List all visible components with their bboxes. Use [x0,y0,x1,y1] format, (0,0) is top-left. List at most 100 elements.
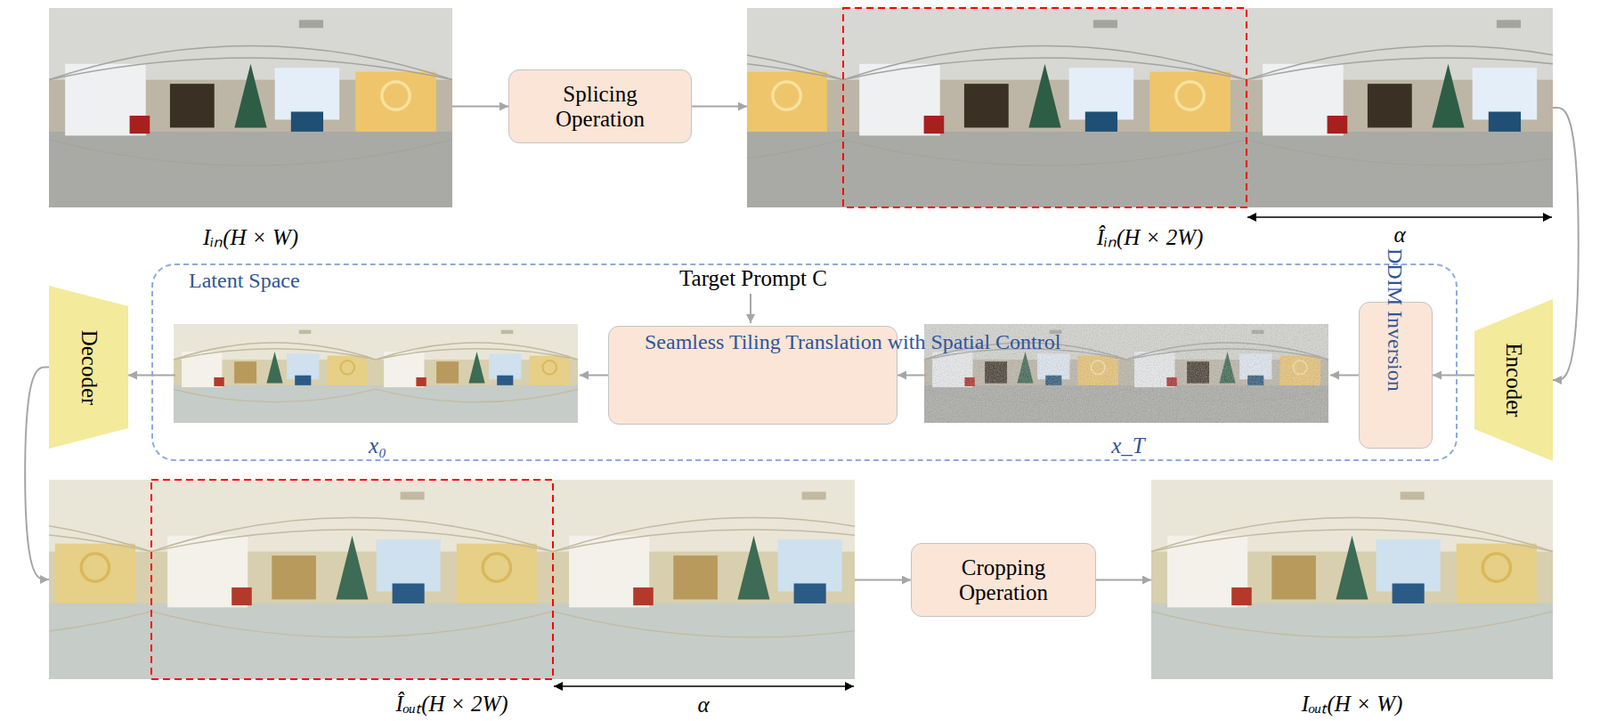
ceiling-arc [552,518,855,553]
tree-shape [335,536,368,601]
scene-part [170,83,215,128]
scene-part [1231,587,1252,606]
scene-part [924,115,945,134]
floor-arc [747,139,844,166]
width-arrow [553,685,854,688]
scene-part [1327,115,1349,134]
scene-part [501,330,514,334]
image-caption: Iᵢₙ(H × W) [203,225,299,251]
process-box: Splicing Operation [508,69,692,144]
panorama-image [1151,479,1553,680]
scene-part [964,83,1009,128]
input-panorama: Iᵢₙ(H × W) [48,8,453,208]
tree-shape [266,351,283,384]
scene-part [299,19,324,28]
tree-shape [737,536,770,601]
tree-shape [1335,536,1368,601]
scene-part [747,72,828,132]
flow-arrow [579,374,609,377]
floor-arc [375,389,578,402]
scene-part [55,544,136,604]
scene-part [1400,491,1425,500]
scene-part [1456,544,1537,604]
scene-part [234,361,257,383]
box-label: Encoder [1501,342,1527,417]
wreath-shape [381,81,410,110]
scene-part [1149,72,1231,132]
noise-overlay [924,324,1329,423]
scene-part [151,603,553,680]
box-label: Decoder [76,329,102,406]
ceiling-arc [747,57,844,81]
floor-arc [151,611,553,638]
prompt-label: Target Prompt C [679,266,828,292]
region-title: Latent Space [188,268,301,293]
image-caption: Îᵢₙ(H × 2W) [1096,225,1204,251]
output-panorama: Îₒᵤₜ(H × 2W) [48,479,855,680]
scene-part [48,131,453,208]
ceiling-arc [48,518,152,553]
scene-part [299,330,312,334]
cropped-panorama: Iₒᵤₜ(H × W) [1151,479,1553,680]
scene-part [231,587,252,606]
prompt-arrow [749,293,752,324]
scene-part [633,587,654,606]
box-label: Seamless Tiling Translation with Spatial… [644,330,859,355]
image-caption: x₀ [368,433,387,459]
scene-part [271,555,317,600]
flow-arrow [897,374,926,377]
image-caption: x_T [1111,433,1146,459]
ceiling-arc [48,529,152,553]
panorama-image [924,324,1329,423]
scene-part [802,491,827,500]
scene-part [529,356,570,386]
panorama-pictures [0,8,1600,680]
scene-part [1246,131,1553,208]
scene-part [1488,111,1521,131]
scene-part [213,377,224,387]
scene-part [1496,19,1521,28]
scene-part [747,131,844,208]
wreath-shape [482,553,511,582]
trapezoid-fill [1474,299,1553,462]
image-caption: Îₒᵤₜ(H × 2W) [395,691,508,717]
width-arrow [1247,216,1552,219]
latent-noise: x_T [925,325,1331,425]
wreath-shape [340,360,355,375]
scene-part [327,356,368,386]
flow-arrow [1432,374,1475,377]
encoder-block: Encoder [1474,299,1553,462]
tree-shape [234,64,267,129]
floor-arc [1246,139,1553,166]
scene-part [1392,583,1425,603]
scene-part [496,375,513,386]
wreath-shape [1176,81,1204,110]
floor-arc [843,139,1247,166]
latent-space-region: x₀ Seamless Tiling Translation with Spati… [151,263,1458,462]
image-caption: Iₒᵤₜ(H × W) [1301,691,1404,717]
flow-arrow [1330,374,1359,377]
scene-part [291,111,324,131]
scene-part [673,555,718,600]
flow-arrow [1552,107,1579,381]
scene-part [375,385,578,423]
scene-part [1367,83,1413,128]
scene-part [173,385,376,423]
ceiling-arc [1246,57,1553,81]
wreath-shape [542,360,557,375]
scene-part [436,361,459,383]
tree-shape [1431,64,1464,129]
flow-arrow [1096,579,1152,582]
process-box: DDIM Inversion [1358,301,1433,449]
scene-part [1151,603,1553,680]
scene-part [456,544,537,604]
scene-part [129,115,151,134]
tree-shape [1028,64,1061,129]
tree-shape [468,351,485,384]
wreath-shape [772,81,801,110]
scene-part [1085,111,1118,131]
panorama-image [48,8,453,208]
ceiling-arc [552,529,855,553]
spliced-panorama: Îᵢₙ(H × 2W) [747,8,1553,208]
scene-part [392,583,425,603]
